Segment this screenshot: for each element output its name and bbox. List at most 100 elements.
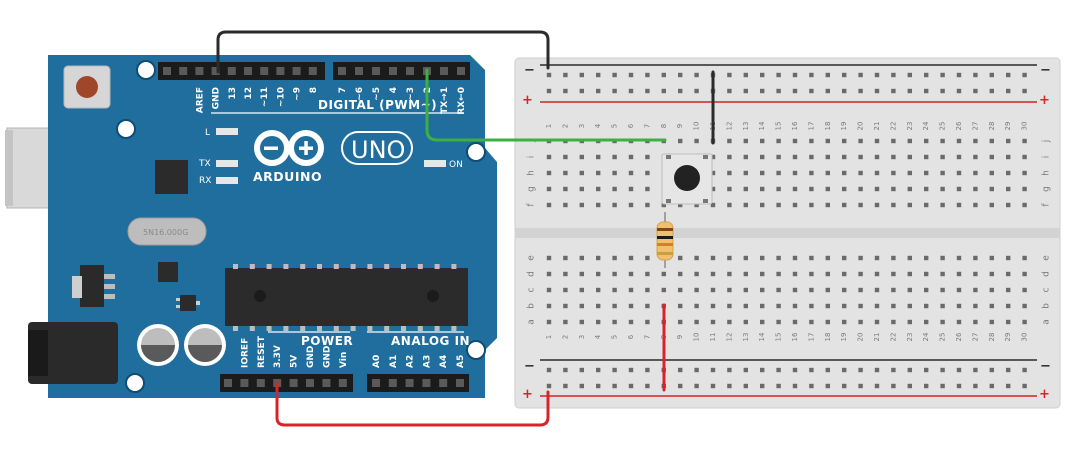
breadboard-hole[interactable] [1022, 202, 1027, 208]
breadboard-hole[interactable] [579, 271, 584, 277]
breadboard-hole[interactable] [874, 303, 880, 309]
breadboard-hole[interactable] [678, 319, 683, 325]
breadboard-hole[interactable] [546, 255, 552, 261]
breadboard-hole[interactable] [710, 303, 716, 309]
breadboard-hole[interactable] [628, 170, 634, 176]
breadboard-hole[interactable] [596, 88, 601, 94]
breadboard-hole[interactable] [628, 202, 634, 208]
breadboard-hole[interactable] [776, 186, 781, 192]
breadboard-hole[interactable] [956, 72, 962, 78]
breadboard-hole[interactable] [727, 287, 732, 293]
breadboard-hole[interactable] [645, 271, 650, 277]
breadboard-hole[interactable] [710, 154, 716, 160]
breadboard-hole[interactable] [891, 202, 896, 208]
breadboard-hole[interactable] [1022, 255, 1027, 261]
breadboard-hole[interactable] [809, 154, 814, 160]
breadboard-hole[interactable] [596, 319, 601, 325]
header-pin-hole[interactable] [256, 379, 265, 387]
breadboard-hole[interactable] [563, 287, 568, 293]
breadboard-hole[interactable] [792, 271, 798, 277]
breadboard-hole[interactable] [989, 154, 994, 160]
breadboard-hole[interactable] [973, 383, 978, 389]
breadboard-hole[interactable] [612, 72, 617, 78]
breadboard-hole[interactable] [1022, 271, 1027, 277]
breadboard-hole[interactable] [628, 255, 634, 261]
breadboard-hole[interactable] [792, 154, 798, 160]
power-analog-header-holes[interactable] [224, 379, 464, 387]
header-pin-hole[interactable] [322, 379, 331, 387]
breadboard-hole[interactable] [710, 367, 716, 373]
header-pin-hole[interactable] [372, 67, 380, 75]
breadboard-hole[interactable] [956, 186, 962, 192]
breadboard-hole[interactable] [776, 138, 781, 144]
breadboard-hole[interactable] [743, 138, 748, 144]
breadboard-hole[interactable] [940, 170, 945, 176]
breadboard-hole[interactable] [563, 186, 568, 192]
breadboard-hole[interactable] [924, 154, 929, 160]
breadboard-hole[interactable] [1006, 287, 1011, 293]
breadboard-hole[interactable] [579, 170, 584, 176]
breadboard-hole[interactable] [727, 303, 732, 309]
breadboard-hole[interactable] [858, 287, 863, 293]
breadboard-hole[interactable] [1006, 319, 1011, 325]
breadboard-hole[interactable] [858, 138, 863, 144]
breadboard-hole[interactable] [940, 383, 945, 389]
breadboard-hole[interactable] [1022, 170, 1027, 176]
header-pin-hole[interactable] [456, 379, 464, 387]
breadboard-hole[interactable] [825, 303, 830, 309]
breadboard-hole[interactable] [760, 367, 765, 373]
breadboard-hole[interactable] [825, 383, 830, 389]
breadboard-hole[interactable] [792, 202, 798, 208]
breadboard-hole[interactable] [973, 186, 978, 192]
breadboard-hole[interactable] [1022, 154, 1027, 160]
breadboard-hole[interactable] [563, 255, 568, 261]
breadboard-hole[interactable] [924, 303, 929, 309]
breadboard-hole[interactable] [956, 303, 962, 309]
breadboard-hole[interactable] [743, 367, 748, 373]
breadboard-hole[interactable] [907, 303, 912, 309]
breadboard-hole[interactable] [809, 170, 814, 176]
breadboard-hole[interactable] [563, 271, 568, 277]
breadboard-hole[interactable] [743, 88, 748, 94]
breadboard-hole[interactable] [989, 186, 994, 192]
breadboard-hole[interactable] [842, 255, 847, 261]
breadboard-hole[interactable] [792, 383, 798, 389]
breadboard-hole[interactable] [792, 88, 798, 94]
breadboard-hole[interactable] [1006, 72, 1011, 78]
breadboard-hole[interactable] [563, 88, 568, 94]
breadboard-hole[interactable] [678, 72, 683, 78]
breadboard-hole[interactable] [1022, 303, 1027, 309]
breadboard-hole[interactable] [907, 383, 912, 389]
breadboard-hole[interactable] [678, 202, 683, 208]
breadboard-hole[interactable] [776, 367, 781, 373]
breadboard-hole[interactable] [678, 88, 683, 94]
breadboard-hole[interactable] [825, 202, 830, 208]
breadboard-hole[interactable] [612, 186, 617, 192]
breadboard-hole[interactable] [760, 154, 765, 160]
breadboard-hole[interactable] [842, 319, 847, 325]
breadboard-hole[interactable] [1006, 367, 1011, 373]
breadboard-hole[interactable] [563, 319, 568, 325]
breadboard-hole[interactable] [1006, 186, 1011, 192]
breadboard-hole[interactable] [973, 170, 978, 176]
breadboard-hole[interactable] [1022, 88, 1027, 94]
breadboard-hole[interactable] [645, 154, 650, 160]
breadboard-hole[interactable] [628, 367, 634, 373]
breadboard-hole[interactable] [891, 170, 896, 176]
breadboard-hole[interactable] [842, 367, 847, 373]
breadboard-hole[interactable] [612, 383, 617, 389]
breadboard-hole[interactable] [956, 383, 962, 389]
breadboard-hole[interactable] [940, 186, 945, 192]
breadboard-hole[interactable] [858, 255, 863, 261]
header-pin-hole[interactable] [179, 67, 188, 75]
breadboard-hole[interactable] [661, 287, 666, 293]
digital-header-holes[interactable] [163, 67, 465, 75]
breadboard-hole[interactable] [776, 154, 781, 160]
breadboard-hole[interactable] [596, 72, 601, 78]
breadboard-hole[interactable] [924, 170, 929, 176]
breadboard-hole[interactable] [907, 255, 912, 261]
breadboard-hole[interactable] [956, 202, 962, 208]
header-pin-hole[interactable] [372, 379, 380, 387]
breadboard-hole[interactable] [842, 138, 847, 144]
